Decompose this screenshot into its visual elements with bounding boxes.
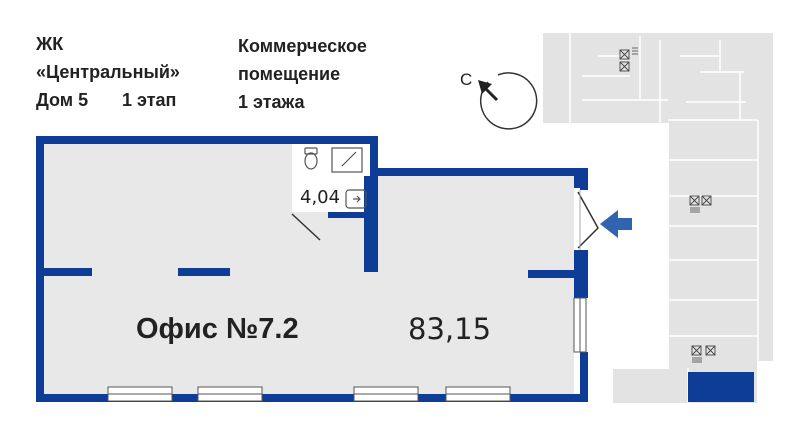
wc-area: 4,04 <box>300 187 341 208</box>
property-type-line2: помещение <box>238 64 341 84</box>
toilet-icon <box>304 147 318 170</box>
windows <box>107 297 587 402</box>
sink-icon <box>345 189 367 209</box>
shower-icon <box>331 147 363 173</box>
wc-door-icon <box>291 213 321 241</box>
office-title: Офис №7.2 <box>136 313 299 345</box>
property-type-line1: Коммерческое <box>238 36 367 56</box>
wc-floor <box>292 144 370 212</box>
elevator-icons <box>619 49 716 356</box>
entrance-arrow-icon <box>600 210 632 238</box>
building-outline <box>541 31 775 405</box>
complex-name-line2: «Центральный» <box>36 62 180 82</box>
highlighted-unit <box>688 372 754 402</box>
office-area: 83,15 <box>408 312 492 346</box>
building-number: Дом 5 <box>36 90 89 110</box>
compass-label: С <box>460 70 473 89</box>
walls <box>36 136 588 402</box>
building-stage: 1 этап <box>122 90 177 110</box>
compass-circle-icon <box>479 72 538 130</box>
floor-count: 1 этажа <box>238 92 305 112</box>
stairs-icons <box>632 47 702 363</box>
north-arrowhead-icon <box>478 80 492 94</box>
complex-name-line1: ЖК <box>36 34 64 54</box>
office-floor <box>44 144 574 394</box>
entrance-door-icon <box>577 191 599 249</box>
